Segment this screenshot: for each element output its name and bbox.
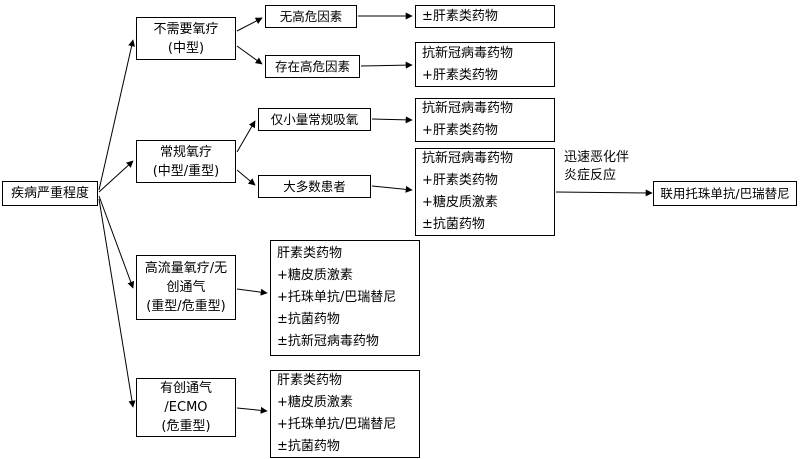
arrow-root-to-high-flow xyxy=(98,195,135,289)
label-rapid-deterioration: 迅速恶化伴 炎症反应 xyxy=(564,150,630,183)
treatment-risk: 抗新冠病毒药物 +肝素类药物 xyxy=(415,42,555,87)
arrow-conventional-to-small-oxygen xyxy=(236,120,256,153)
node-most-patients: 大多数患者 xyxy=(258,175,371,198)
treatment-invasive: 肝素类药物 +糖皮质激素 +托珠单抗/巴瑞替尼 ±抗菌药物 xyxy=(270,370,420,458)
node-small-oxygen-only: 仅小量常规吸氧 xyxy=(258,108,371,131)
arrow-root-to-invasive xyxy=(98,198,136,408)
treatment-high-flow: 肝素类药物 +糖皮质激素 +托珠单抗/巴瑞替尼 ±抗菌药物 ±抗新冠病毒药物 xyxy=(270,240,420,356)
arrow-root-to-no-oxygen xyxy=(98,39,136,191)
arrow-invasive-to-treatment xyxy=(236,406,268,414)
arrow-no-oxygen-to-risk xyxy=(236,45,263,65)
arrow-deterioration-to-final xyxy=(555,189,653,197)
node-risk-factors: 存在高危因素 xyxy=(265,55,360,78)
arrow-small-oxygen-to-treatment xyxy=(371,116,413,124)
node-disease-severity: 疾病严重程度 xyxy=(2,181,98,206)
arrow-most-patients-to-treatment xyxy=(371,185,413,193)
node-no-oxygen-therapy: 不需要氧疗 (中型) xyxy=(136,17,236,60)
node-high-flow-oxygen: 高流量氧疗/无 创通气 (重型/危重型) xyxy=(136,255,236,320)
node-conventional-oxygen: 常规氧疗 (中型/重型) xyxy=(136,140,236,183)
arrow-no-oxygen-to-no-risk xyxy=(236,17,263,32)
treatment-small-oxygen: 抗新冠病毒药物 +肝素类药物 xyxy=(415,98,555,142)
node-tocilizumab-baricitinib: 联用托珠单抗/巴瑞替尼 xyxy=(653,181,797,206)
treatment-no-risk: ±肝素类药物 xyxy=(415,5,555,28)
treatment-most-patients: 抗新冠病毒药物 +肝素类药物 +糖皮质激素 ±抗菌药物 xyxy=(415,148,555,236)
arrow-high-flow-to-treatment xyxy=(236,288,268,296)
arrow-risk-to-treatment xyxy=(360,61,413,69)
node-invasive-ventilation: 有创通气 /ECMO (危重型) xyxy=(136,378,236,437)
arrow-conventional-to-most-patients xyxy=(236,169,256,186)
node-no-risk-factors: 无高危因素 xyxy=(265,5,357,28)
arrow-root-to-conventional xyxy=(98,160,134,193)
